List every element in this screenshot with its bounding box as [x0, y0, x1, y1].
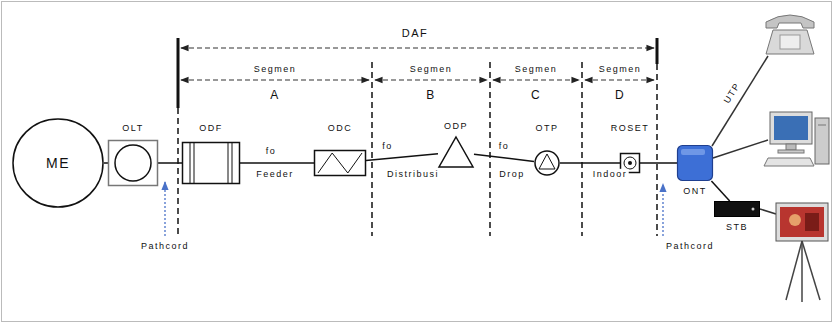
- node-shape: [108, 140, 158, 186]
- node-shape: [314, 150, 366, 176]
- node-label: ONT: [683, 186, 707, 196]
- shape-outline: [183, 142, 240, 184]
- shape-outline: [678, 146, 713, 181]
- node-label: OLT: [122, 123, 143, 133]
- segment-label: Segmen: [598, 64, 643, 74]
- shape-outline: [715, 202, 760, 217]
- node-shape: [677, 145, 713, 181]
- shape-outline: [439, 137, 473, 167]
- utp-cables: [712, 56, 776, 214]
- shape-outline: [13, 119, 103, 207]
- segment-letter: D: [614, 89, 626, 103]
- pointer-label: Pathcord: [665, 241, 715, 251]
- span-label: DAF: [401, 27, 430, 40]
- otp-symbol: OTP: [534, 150, 560, 176]
- fiber-link: [560, 162, 620, 164]
- fiber-link: [104, 162, 108, 164]
- segment-letter: C: [530, 89, 542, 103]
- segment-letter: B: [425, 89, 437, 103]
- fiber-link: [711, 181, 729, 201]
- segment-label: Segmen: [514, 64, 559, 74]
- stb-box: STB: [714, 201, 760, 217]
- segment-boundaries: [178, 38, 657, 236]
- shape-outline: [535, 151, 559, 175]
- odp-triangle: ODP: [438, 136, 474, 168]
- segment-label: Segmen: [409, 64, 454, 74]
- span-arrows: [181, 48, 654, 80]
- telephone-icon: [766, 15, 814, 54]
- cable-label: Drop: [498, 169, 526, 179]
- node-label: STB: [726, 222, 748, 232]
- cable-label: Indoor: [592, 169, 629, 179]
- link-label: fo: [265, 146, 278, 156]
- fiber-link: [240, 162, 314, 164]
- node-label: OTP: [535, 123, 558, 133]
- pointer-label: Pathcord: [140, 241, 190, 251]
- node-shape: [182, 142, 240, 184]
- ont-box: ONT: [677, 145, 713, 181]
- tv-icon: [776, 203, 828, 302]
- node-label: ODF: [199, 123, 223, 133]
- node-shape: [714, 201, 760, 217]
- shape-outline: [315, 151, 366, 176]
- node-label: ODP: [444, 121, 468, 131]
- shape-outline: [109, 141, 158, 186]
- node-label: ME: [46, 155, 70, 171]
- computer-icon: [764, 112, 829, 166]
- fiber-link: [158, 162, 182, 164]
- metro-ethernet-ellipse: ME: [12, 118, 104, 208]
- pathcord-pointers: [165, 182, 663, 236]
- odf-box: ODF: [182, 142, 240, 184]
- segment-letter: A: [269, 89, 281, 103]
- fiber-link: [366, 154, 438, 161]
- link-label: fo: [381, 141, 394, 151]
- olt-box: OLT: [108, 140, 158, 186]
- node-label: ODC: [328, 123, 353, 133]
- fiber-link: [640, 162, 677, 164]
- odc-box: ODC: [314, 150, 366, 176]
- cable-label: Distribusi: [386, 169, 440, 179]
- node-label: ROSET: [611, 123, 650, 133]
- cable-label: Feeder: [255, 169, 295, 179]
- node-shape: [438, 136, 474, 168]
- fiber-link: [474, 154, 534, 161]
- node-shape: [534, 150, 560, 176]
- cable-label: UTP: [721, 80, 743, 106]
- link-label: fo: [498, 141, 511, 151]
- segment-label: Segmen: [253, 64, 298, 74]
